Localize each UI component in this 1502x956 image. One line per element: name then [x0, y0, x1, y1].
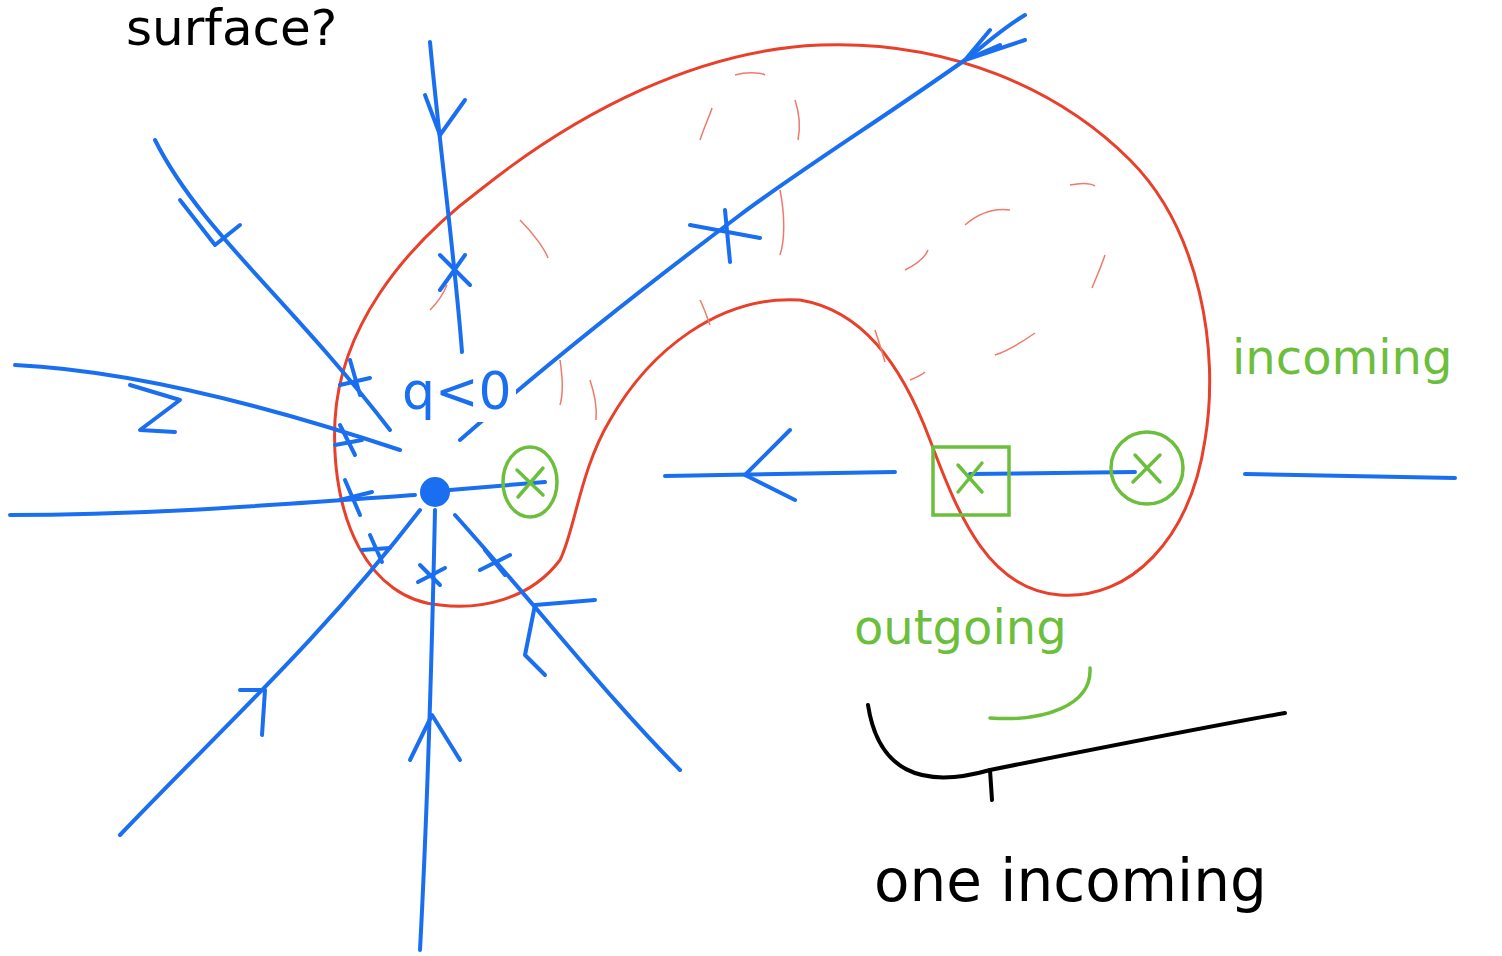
field-lines — [10, 15, 1455, 950]
crossing-marks — [335, 210, 760, 585]
surface-shading — [430, 73, 1105, 420]
brace — [868, 705, 1285, 800]
note-text: one incoming — [870, 848, 1271, 915]
flux-marks — [503, 432, 1183, 719]
question-note: surface? — [122, 0, 341, 58]
flux-label: outgoing — [850, 600, 1071, 655]
charge-label: q<0 — [398, 362, 516, 422]
negative-charge — [420, 477, 450, 507]
closed-surface — [335, 45, 1210, 607]
flux-label: incoming — [1228, 330, 1457, 385]
